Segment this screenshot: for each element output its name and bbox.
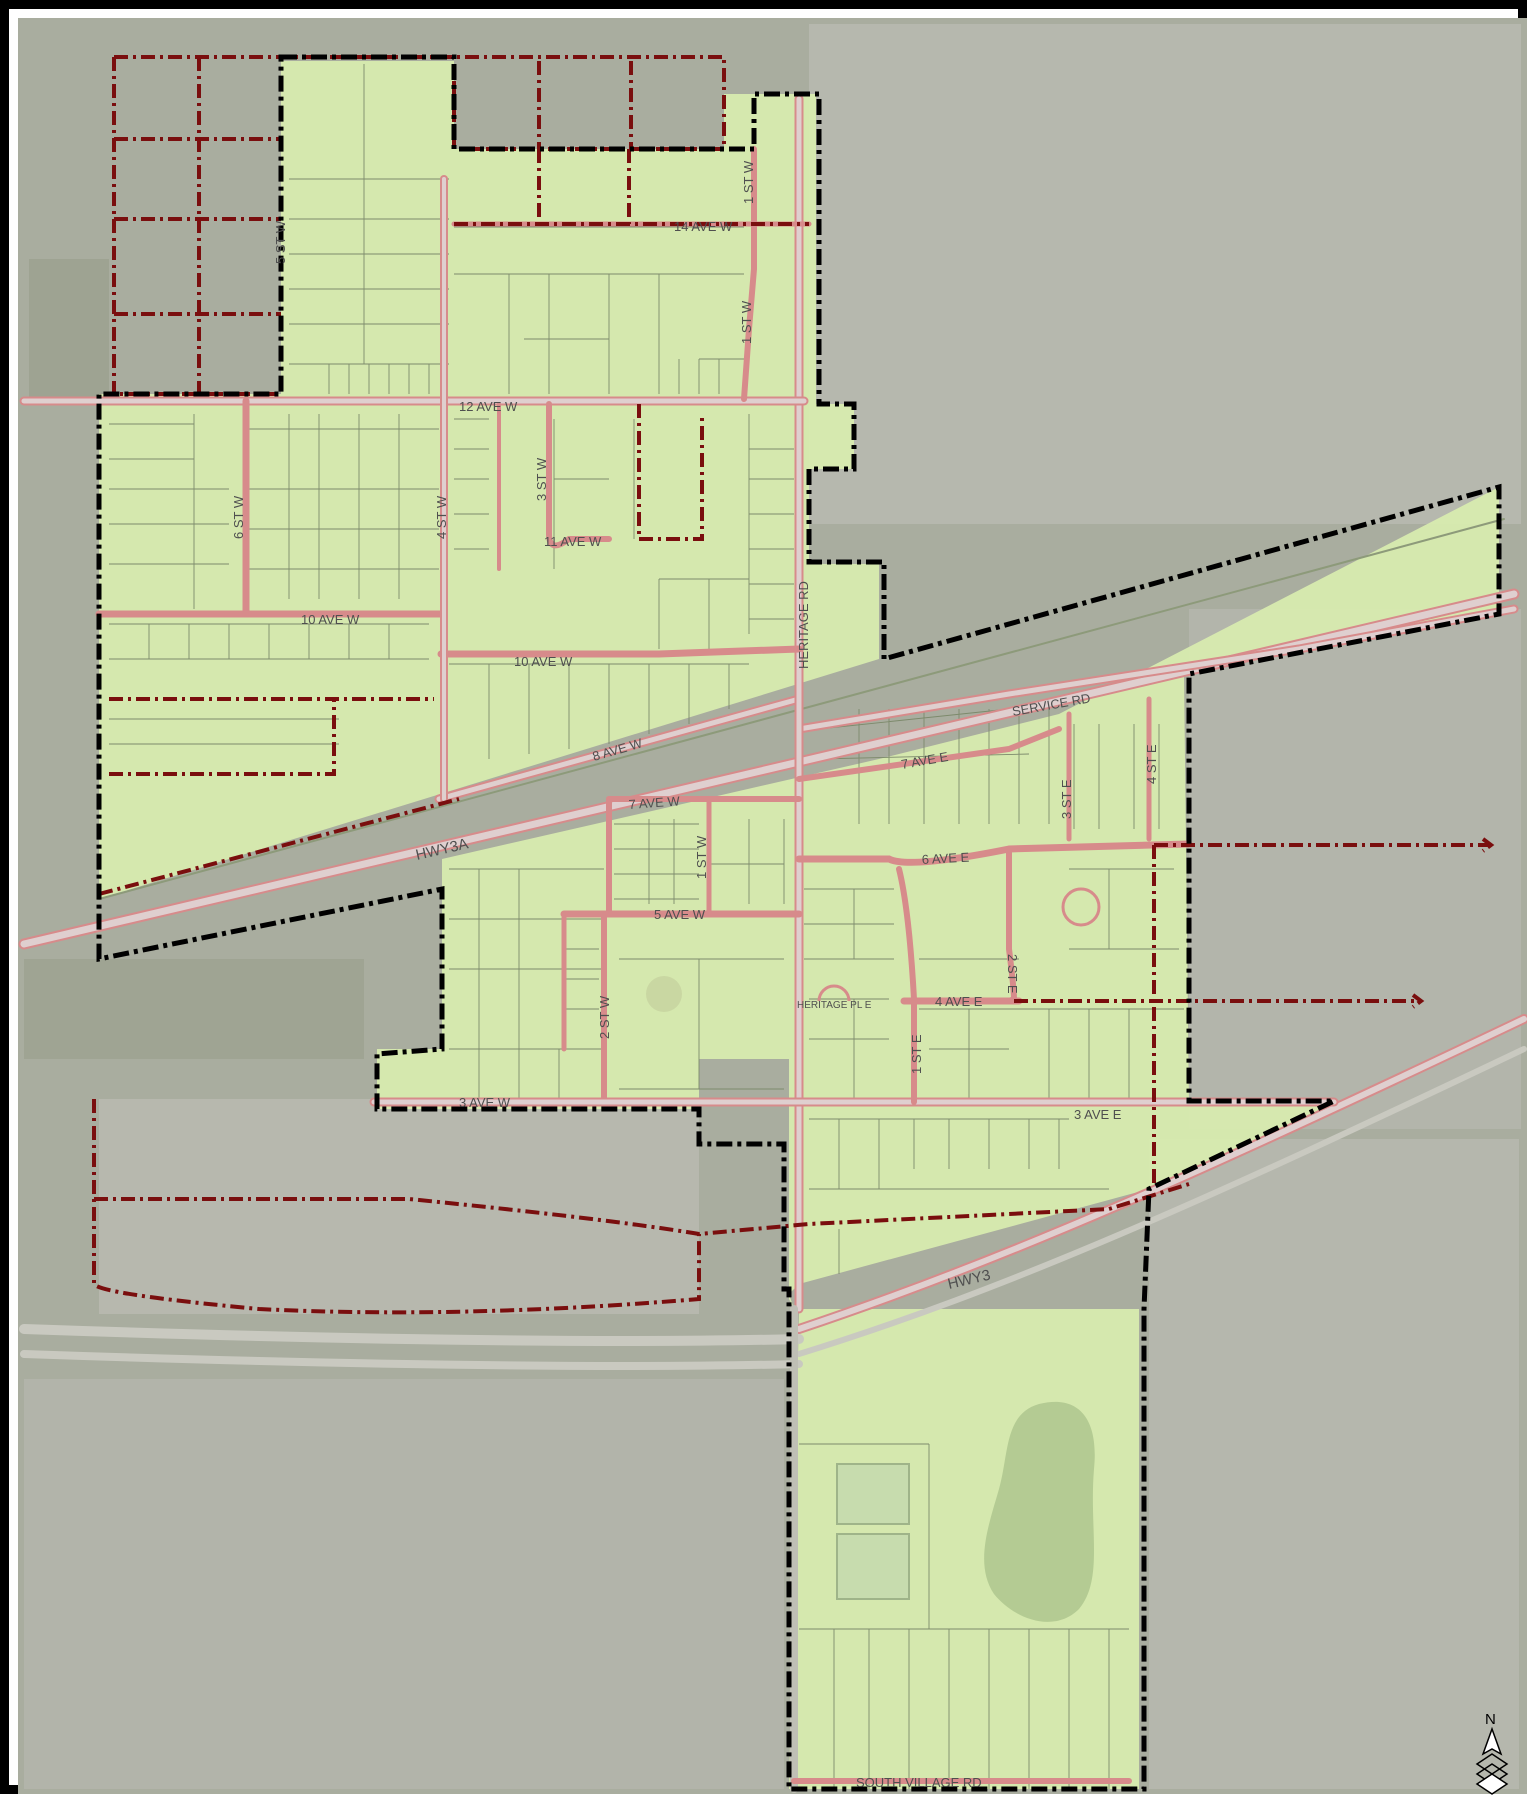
label-heritage-rd: HERITAGE RD bbox=[796, 581, 811, 669]
label-11-ave-w: 11 AVE W bbox=[544, 534, 602, 549]
farmyard-southwest bbox=[24, 959, 364, 1059]
cul-de-sac-heritage bbox=[817, 984, 851, 1002]
label-3-st-w: 3 ST W bbox=[534, 457, 549, 501]
field-northeast bbox=[809, 24, 1521, 524]
label-2-st-w: 2 ST W bbox=[597, 995, 612, 1039]
label-heritage-pl-e: HERITAGE PL E bbox=[797, 1000, 872, 1011]
label-6-st-w: 6 ST W bbox=[231, 495, 246, 539]
field-west-strip bbox=[99, 1099, 699, 1314]
field-east bbox=[1189, 609, 1521, 1129]
label-5-ave-w: 5 AVE W bbox=[654, 907, 706, 922]
label-14-ave-w: 14 AVE W bbox=[674, 219, 733, 234]
label-4-st-w: 4 ST W bbox=[434, 495, 449, 539]
label-3-ave-w: 3 AVE W bbox=[459, 1095, 511, 1110]
road-network bbox=[18, 94, 1527, 1793]
north-arrow-icon: N bbox=[1475, 1711, 1509, 1795]
label-4-st-e: 4 ST E bbox=[1144, 744, 1159, 784]
label-5-st-w: 5 ST W bbox=[273, 220, 288, 264]
pond bbox=[984, 1401, 1095, 1622]
label-3-st-e: 3 ST E bbox=[1059, 779, 1074, 819]
label-2-st-e: 2 ST E bbox=[1005, 954, 1020, 994]
circle-feature bbox=[1061, 887, 1101, 927]
parcel-lines bbox=[109, 64, 1184, 1789]
municipal-boundary bbox=[96, 54, 1502, 1792]
baseball-diamond bbox=[646, 976, 682, 1012]
label-1-st-w-b: 1 ST W bbox=[739, 300, 754, 344]
label-6-ave-e: 6 AVE E bbox=[921, 850, 970, 867]
street-labels: 14 AVE W 12 AVE W 11 AVE W 10 AVE W 10 A… bbox=[231, 160, 1159, 1790]
label-1-st-w-a: 1 ST W bbox=[741, 160, 756, 204]
label-1-st-e: 1 ST E bbox=[909, 1034, 924, 1074]
label-3-ave-e: 3 AVE E bbox=[1074, 1107, 1122, 1122]
label-7-ave-w: 7 AVE W bbox=[628, 793, 681, 812]
village-map[interactable]: 14 AVE W 12 AVE W 11 AVE W 10 AVE W 10 A… bbox=[9, 9, 1527, 1803]
lagoon-cell-south bbox=[836, 1533, 910, 1600]
field-southwest bbox=[24, 1379, 784, 1789]
label-12-ave-w: 12 AVE W bbox=[459, 399, 518, 414]
label-1-st-w-c: 1 ST W bbox=[694, 835, 709, 879]
field-southeast bbox=[1149, 1139, 1519, 1789]
label-10-ave-w-a: 10 AVE W bbox=[301, 612, 360, 627]
farmyard-west bbox=[29, 259, 109, 399]
label-south-village-rd: SOUTH VILLAGE RD bbox=[856, 1775, 982, 1790]
label-4-ave-e: 4 AVE E bbox=[935, 994, 983, 1009]
lagoon-cell-north bbox=[836, 1463, 910, 1525]
label-10-ave-w-b: 10 AVE W bbox=[514, 654, 573, 669]
north-letter: N bbox=[1485, 1711, 1496, 1728]
